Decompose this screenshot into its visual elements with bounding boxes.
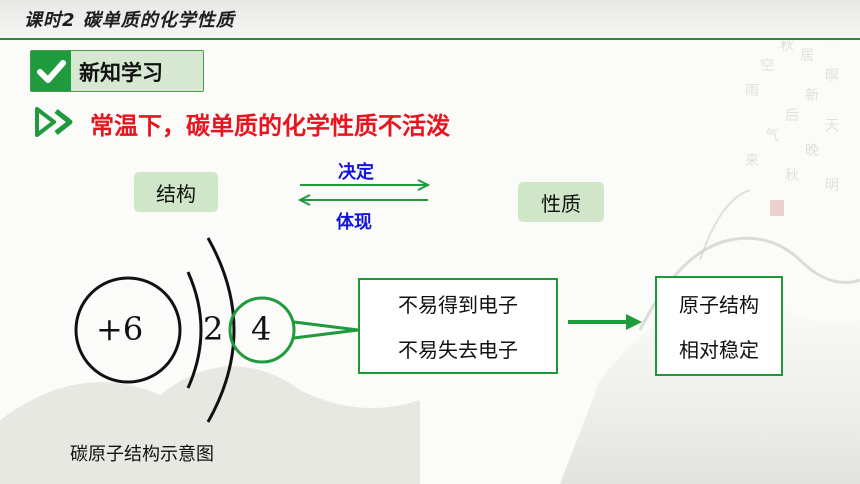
svg-text:天: 天 <box>825 118 839 134</box>
electron-behavior-box: 不易得到电子 不易失去电子 <box>358 278 558 374</box>
headline: 常温下，碳单质的化学性质不活泼 <box>90 112 450 140</box>
section-label: 新知学习 <box>79 61 163 85</box>
svg-text:空: 空 <box>760 58 774 74</box>
svg-text:气: 气 <box>765 128 779 144</box>
shell-2-electrons: 4 <box>251 310 272 348</box>
stability-box: 原子结构 相对稳定 <box>655 276 783 376</box>
play-arrow-icon <box>35 107 73 137</box>
top-banner <box>0 0 860 40</box>
structure-box: 结构 <box>134 172 218 212</box>
svg-text:来: 来 <box>745 153 759 169</box>
atom-diagram-caption: 碳原子结构示意图 <box>70 444 214 465</box>
svg-text:后: 后 <box>785 108 799 124</box>
svg-text:明: 明 <box>825 178 839 194</box>
reflects-label: 体现 <box>336 212 372 233</box>
svg-text:居: 居 <box>800 48 814 64</box>
section-badge: 新知学习 <box>30 50 204 92</box>
banner-divider <box>0 38 860 40</box>
svg-text:秋: 秋 <box>780 38 794 54</box>
svg-text:新: 新 <box>805 88 819 104</box>
stability-box-line-2: 相对稳定 <box>679 338 759 362</box>
svg-text:暝: 暝 <box>825 68 839 84</box>
determines-label: 决定 <box>338 162 374 183</box>
svg-text:晚: 晚 <box>805 143 819 159</box>
lesson-title: 课时2 碳单质的化学性质 <box>24 10 235 31</box>
electron-box-line-2: 不易失去电子 <box>398 338 518 362</box>
electron-box-line-1: 不易得到电子 <box>398 293 518 317</box>
property-box: 性质 <box>518 182 604 222</box>
svg-text:秋: 秋 <box>785 168 799 184</box>
nucleus-charge: +6 <box>96 310 144 348</box>
stability-box-line-1: 原子结构 <box>679 293 759 317</box>
svg-text:雨: 雨 <box>745 83 759 99</box>
checkmark-icon <box>31 51 71 91</box>
shell-1-electrons: 2 <box>203 310 224 348</box>
